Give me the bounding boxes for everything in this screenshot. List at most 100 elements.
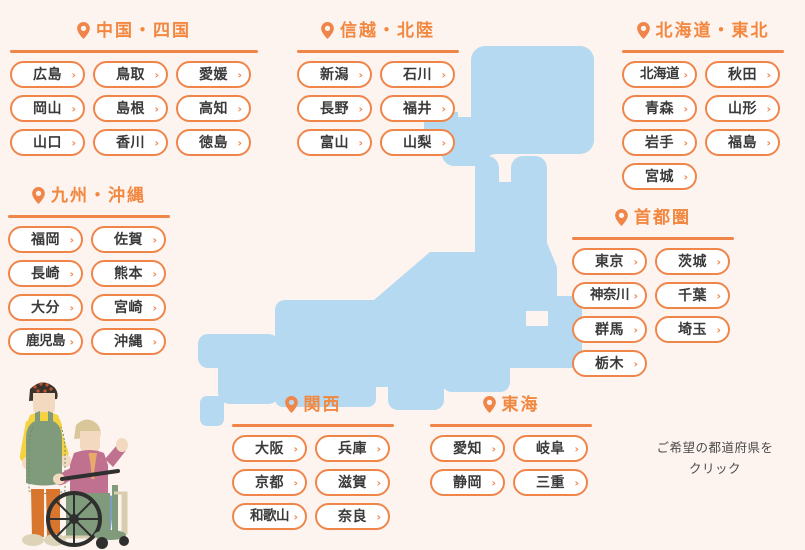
chevron-right-icon: › [716,323,721,336]
wheelchair-user-figure [46,419,129,549]
chevron-right-icon: › [358,136,363,149]
prefecture-label: 長野 [320,100,349,117]
prefecture-button[interactable]: 岐阜 › [513,435,588,462]
prefecture-button[interactable]: 茨城› [655,248,730,275]
prefecture-button[interactable]: 宮崎› [91,294,166,321]
prefecture-label: 和歌山 [250,507,290,524]
region-title: 東海 [501,394,540,415]
chevron-right-icon: › [69,335,74,348]
prefecture-button[interactable]: 長崎› [8,260,83,287]
prefecture-label: 福岡 [31,231,60,248]
prefecture-button[interactable]: 香川› [93,129,168,156]
prefecture-button[interactable]: 福岡 › [8,226,83,253]
prefecture-button[interactable]: 長野› [297,95,372,122]
prefecture-button[interactable]: 岩手 › [622,129,697,156]
prefecture-button[interactable]: 広島› [10,61,85,88]
prefecture-button[interactable]: 沖縄› [91,328,166,355]
prefecture-button[interactable]: 静岡› [430,469,505,496]
chevron-right-icon: › [683,170,688,183]
prefecture-label: 宮崎 [114,299,143,316]
prefecture-label: 奈良 [338,508,367,525]
chevron-right-icon: › [154,102,159,115]
prefecture-button[interactable]: 山形› [705,95,780,122]
prefecture-button[interactable]: 神奈川› [572,282,647,309]
prefecture-label: 長崎 [31,265,60,282]
prefecture-label: 岐阜 [536,440,565,457]
prefecture-button[interactable]: 佐賀› [91,226,166,253]
prefecture-button[interactable]: 福島› [705,129,780,156]
chevron-right-icon: › [293,510,298,523]
prefecture-button[interactable]: 高知› [176,95,251,122]
prefecture-label: 島根 [116,100,145,117]
prefecture-button[interactable]: 岡山› [10,95,85,122]
prefecture-label: 青森 [645,100,674,117]
prefecture-button[interactable]: 熊本› [91,260,166,287]
prefecture-button[interactable]: 奈良› [315,503,390,530]
chevron-right-icon: › [237,68,242,81]
chevron-right-icon: › [376,476,381,489]
prefecture-button[interactable]: 徳島 › [176,129,251,156]
prefecture-button[interactable]: 山口› [10,129,85,156]
instruction-note-line2: クリック [688,460,741,476]
prefecture-button[interactable]: 鳥取› [93,61,168,88]
prefecture-button[interactable]: 石川› [380,61,455,88]
chevron-right-icon: › [358,68,363,81]
prefecture-button[interactable]: 秋田› [705,61,780,88]
prefecture-label: 徳島 [199,134,228,151]
prefecture-button-grid: 北海道› 秋田› 青森 › 山形› 岩手 › 福島› 宮城› [622,61,780,190]
chevron-right-icon: › [441,136,446,149]
prefecture-button-grid: 広島› 鳥取› 愛媛 › 岡山› 島根 › 高知› 山口› 香川› 徳島 › [10,61,254,156]
prefecture-button[interactable]: 三重› [513,469,588,496]
prefecture-button[interactable]: 京都› [232,469,307,496]
region-shinetsu-hokuriku: 信越・北陸 新潟› 石川› 長野› 福井› 富山› 山梨› [297,18,459,156]
prefecture-button-grid: 新潟› 石川› 長野› 福井› 富山› 山梨› [297,61,455,156]
prefecture-button[interactable]: 山梨› [380,129,455,156]
prefecture-label: 茨城 [678,253,707,270]
prefecture-label: 愛知 [453,440,482,457]
region-title: 中国・四国 [96,20,191,41]
prefecture-button[interactable]: 埼玉› [655,316,730,343]
prefecture-button[interactable]: 栃木› [572,350,647,377]
chevron-right-icon: › [683,102,688,115]
region-header: 東海 [430,392,592,418]
prefecture-button[interactable]: 宮城› [622,163,697,190]
chevron-right-icon: › [293,476,298,489]
prefecture-label: 新潟 [320,66,349,83]
prefecture-button[interactable]: 富山› [297,129,372,156]
chevron-right-icon: › [441,68,446,81]
prefecture-button[interactable]: 新潟 › [297,61,372,88]
prefecture-button[interactable]: 北海道› [622,61,697,88]
prefecture-button[interactable]: 東京› [572,248,647,275]
prefecture-button[interactable]: 島根 › [93,95,168,122]
prefecture-button[interactable]: 福井› [380,95,455,122]
region-header: 九州・沖縄 [8,183,170,209]
prefecture-button[interactable]: 兵庫› [315,435,390,462]
chevron-right-icon: › [69,233,74,246]
prefecture-button[interactable]: 愛媛 › [176,61,251,88]
chevron-right-icon: › [237,136,242,149]
chevron-right-icon: › [574,442,579,455]
chevron-right-icon: › [766,136,771,149]
prefecture-label: 大阪 [255,440,284,457]
prefecture-button[interactable]: 愛知› [430,435,505,462]
prefecture-button[interactable]: 大分› [8,294,83,321]
prefecture-label: 佐賀 [114,231,143,248]
prefecture-button[interactable]: 群馬› [572,316,647,343]
prefecture-label: 愛媛 [199,66,228,83]
prefecture-button[interactable]: 千葉› [655,282,730,309]
prefecture-button[interactable]: 鹿児島› [8,328,83,355]
prefecture-button[interactable]: 大阪› [232,435,307,462]
chevron-right-icon: › [376,442,381,455]
chevron-right-icon: › [152,335,157,348]
prefecture-button[interactable]: 青森 › [622,95,697,122]
prefecture-label: 岩手 [645,134,674,151]
chevron-right-icon: › [71,68,76,81]
prefecture-button-grid: 愛知› 岐阜 › 静岡› 三重› [430,435,588,496]
chevron-right-icon: › [633,323,638,336]
prefecture-button[interactable]: 和歌山› [232,503,307,530]
prefecture-button[interactable]: 滋賀› [315,469,390,496]
chevron-right-icon: › [683,136,688,149]
chevron-right-icon: › [69,301,74,314]
